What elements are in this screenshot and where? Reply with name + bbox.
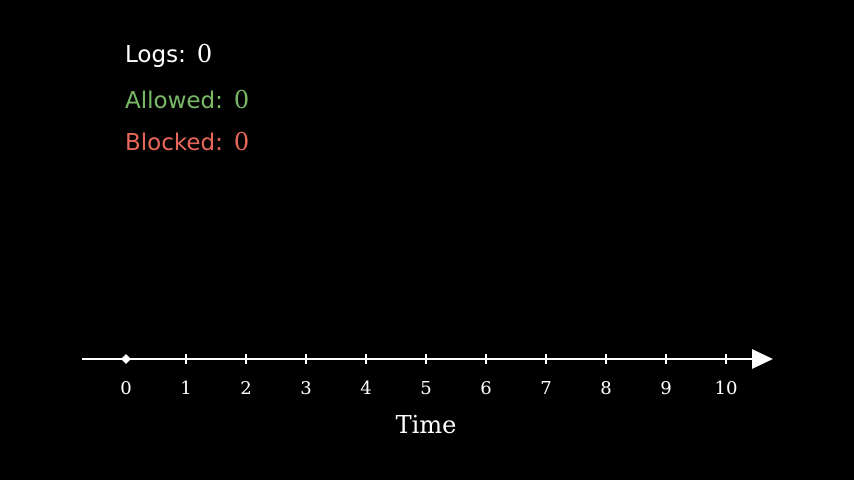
- tick-label: 1: [180, 378, 191, 399]
- tick-label: 5: [420, 378, 431, 399]
- allowed-label: Allowed:: [125, 88, 223, 114]
- tick-label: 8: [600, 378, 611, 399]
- allowed-counter: Allowed: 0: [125, 86, 249, 114]
- logs-counter: Logs: 0: [125, 40, 212, 68]
- logs-label: Logs:: [125, 42, 186, 68]
- origin-marker: [121, 354, 131, 364]
- tick-label: 0: [120, 378, 131, 399]
- allowed-value: 0: [233, 86, 250, 114]
- axis-title: Time: [396, 411, 457, 439]
- tick-label: 9: [660, 378, 671, 399]
- blocked-label: Blocked:: [125, 130, 223, 156]
- axis-arrowhead: [752, 349, 773, 369]
- tick-label: 7: [540, 378, 551, 399]
- blocked-counter: Blocked: 0: [125, 128, 249, 156]
- tick-label: 4: [360, 378, 371, 399]
- tick-label: 10: [715, 378, 738, 399]
- blocked-value: 0: [233, 128, 250, 156]
- logs-value: 0: [196, 40, 213, 68]
- tick-label: 2: [240, 378, 251, 399]
- tick-label: 6: [480, 378, 491, 399]
- tick-label: 3: [300, 378, 311, 399]
